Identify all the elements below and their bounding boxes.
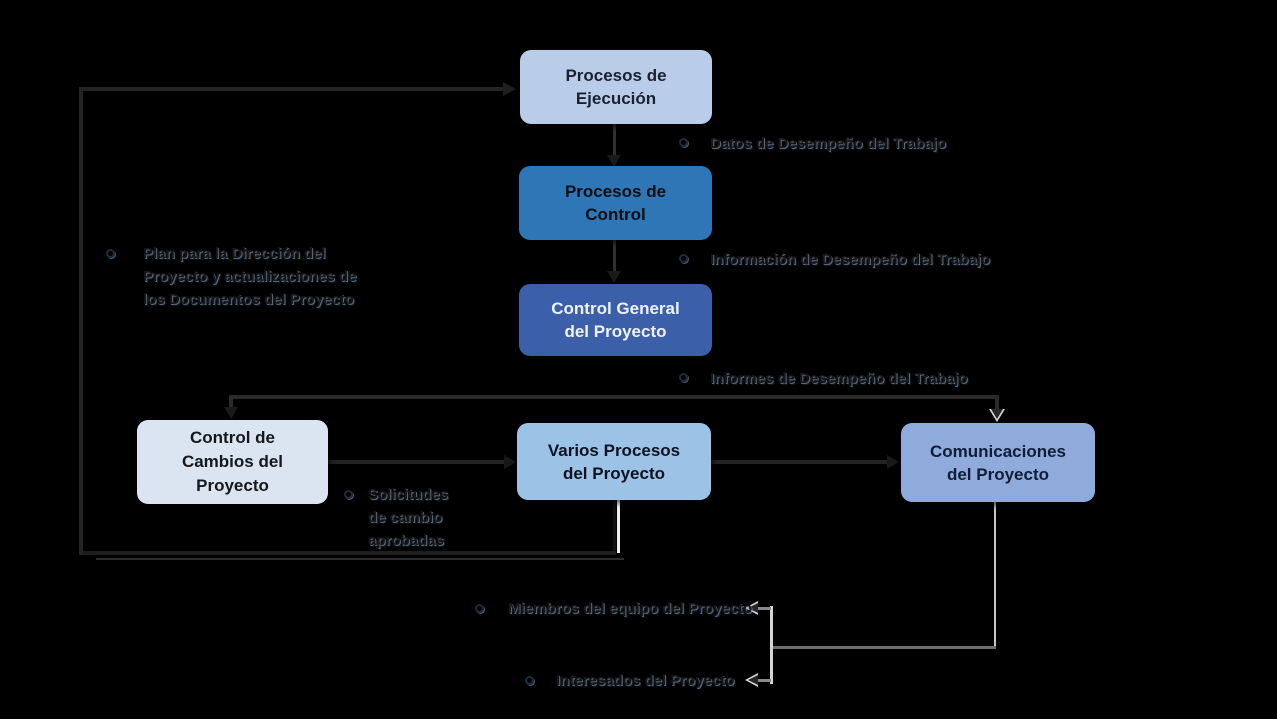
label-plan-direccion: Plan para la Dirección del Proyecto y ac… xyxy=(143,245,357,308)
box-label-line: Comunicaciones xyxy=(929,441,1067,461)
label-informacion-desempeno: Información de Desempeño del Trabajo xyxy=(710,251,991,268)
box-label-line: Cambios del xyxy=(181,452,284,471)
box-label-line: Procesos de xyxy=(565,66,667,85)
box-label-line: Proyecto xyxy=(196,476,269,495)
distribution-right-stub xyxy=(995,395,999,410)
bullet-interesados xyxy=(525,676,534,685)
loop-arrowhead-into-ejecucion xyxy=(503,82,516,96)
box-label-line: Control xyxy=(585,205,646,224)
arrowhead-to-interesados xyxy=(748,675,758,685)
bottom-return-line xyxy=(771,646,996,649)
box-label-line: del Proyecto xyxy=(946,464,1050,484)
arrow-ejecucion-to-control-head xyxy=(607,155,621,167)
bullet-miembros xyxy=(475,604,484,613)
label-solicitudes-cambio: Solicitudes de cambio aprobadas xyxy=(368,486,449,549)
loop-drop-highlight xyxy=(617,500,620,553)
label-datos-desempeno: Datos de Desempeño del Trabajo xyxy=(710,135,946,152)
box-label-line: Ejecución xyxy=(575,89,657,108)
arrow-cambios-to-varios-head xyxy=(504,455,516,469)
comunicaciones-drop-line xyxy=(994,502,996,648)
loop-drop-line xyxy=(613,500,616,553)
arrow-control-to-general-head xyxy=(607,271,621,283)
box-comunicaciones: Comunicaciones del Proyecto xyxy=(901,423,1095,502)
arrow-cambios-to-varios-line xyxy=(328,460,506,464)
label-miembros-equipo: Miembros del equipo del Proyecto xyxy=(508,600,753,617)
box-procesos-ejecucion: Procesos de Ejecución xyxy=(520,50,712,124)
box-label-line: Control de xyxy=(190,428,275,447)
label-interesados-proyecto: Interesados del Proyecto xyxy=(556,672,735,689)
arrowhead-to-miembros xyxy=(748,603,758,613)
box-control-general: Control General del Proyecto xyxy=(519,284,712,356)
arrow-ejecucion-to-control-line xyxy=(613,124,616,157)
bullet-plan xyxy=(106,249,115,258)
loop-left-line xyxy=(79,87,83,555)
label-informes-desempeno: Informes de Desempeño del Trabajo xyxy=(710,370,968,387)
box-label-line: Control General xyxy=(551,299,680,318)
box-procesos-control: Procesos de Control xyxy=(519,166,712,240)
bullet-datos xyxy=(679,138,688,147)
box-label-line: del Proyecto xyxy=(562,463,666,483)
box-label-line: del Proyecto xyxy=(564,322,667,341)
arrowhead-into-cambios xyxy=(224,407,238,419)
bullet-informes xyxy=(679,373,688,382)
miembros-stub xyxy=(757,607,771,610)
loop-bottom-shadow xyxy=(96,558,624,560)
box-varios-procesos: Varios Procesos del Proyecto xyxy=(517,423,711,500)
interesados-stub xyxy=(757,679,771,682)
arrow-varios-to-comunicaciones-head xyxy=(887,455,899,469)
arrow-varios-to-comunicaciones-line xyxy=(711,460,889,464)
bullet-solicitudes xyxy=(344,490,353,499)
arrowhead-into-comunicaciones xyxy=(991,409,1003,419)
box-control-cambios: Control de Cambios del Proyecto xyxy=(137,420,328,504)
bottom-branch-line xyxy=(770,606,773,684)
box-label-line: Procesos de xyxy=(564,182,667,201)
distribution-line xyxy=(229,395,999,399)
loop-bottom-line xyxy=(79,551,616,555)
distribution-left-stub xyxy=(229,395,233,409)
arrow-control-to-general-line xyxy=(613,240,616,273)
loop-top-line xyxy=(79,87,505,91)
box-label-line: Varios Procesos xyxy=(547,440,681,460)
bullet-informacion xyxy=(679,254,688,263)
